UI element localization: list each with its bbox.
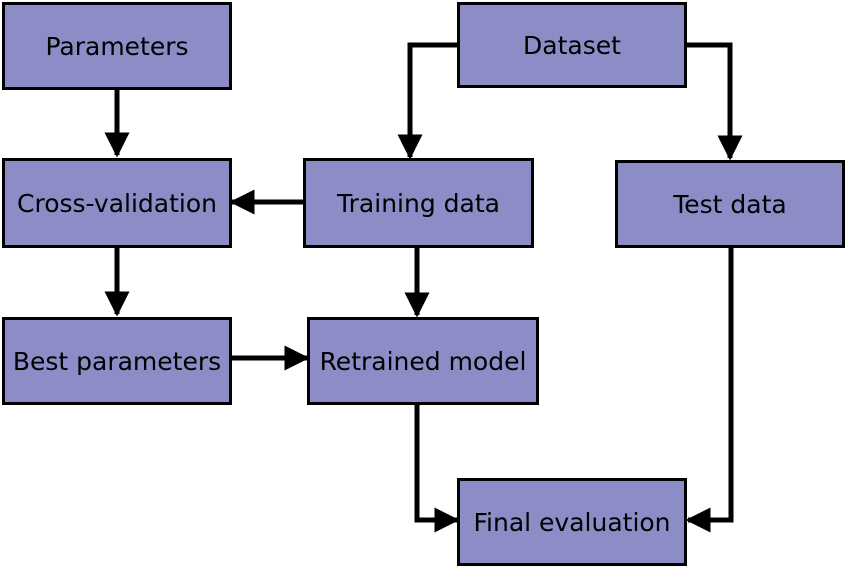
- arrow-test-data-to-final-evaluation: [685, 248, 734, 533]
- best-parameters-box: Best parameters: [2, 317, 232, 405]
- final-evaluation-label: Final evaluation: [473, 507, 671, 537]
- parameters-box: Parameters: [2, 2, 232, 90]
- retrained-model-label: Retrained model: [319, 346, 527, 376]
- arrow-dataset-to-test-data: [685, 42, 743, 161]
- retrained-model-box: Retrained model: [307, 317, 539, 405]
- test-data-box: Test data: [615, 160, 845, 248]
- arrow-retrained-model-to-final-evaluation: [414, 404, 460, 533]
- cross-validation-box: Cross-validation: [2, 158, 232, 248]
- training-data-box: Training data: [303, 158, 534, 248]
- test-data-label: Test data: [673, 189, 787, 219]
- training-data-label: Training data: [337, 188, 500, 218]
- best-parameters-label: Best parameters: [12, 346, 222, 376]
- dataset-box: Dataset: [457, 2, 687, 88]
- final-evaluation-box: Final evaluation: [457, 478, 687, 566]
- dataset-label: Dataset: [523, 30, 621, 60]
- arrow-dataset-to-training-data: [397, 42, 458, 160]
- cross-validation-label: Cross-validation: [17, 188, 217, 218]
- parameters-label: Parameters: [45, 31, 189, 61]
